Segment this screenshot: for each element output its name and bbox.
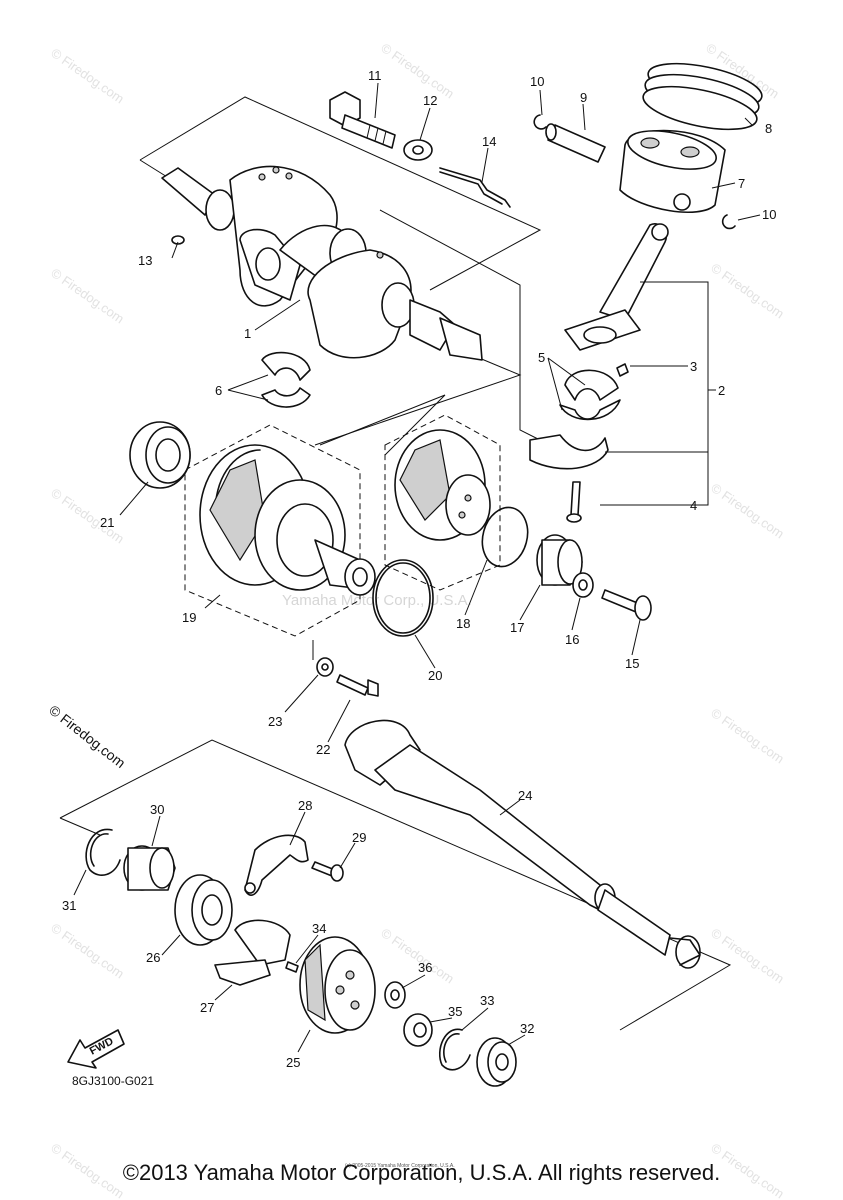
callout-label: 26: [146, 950, 160, 965]
callout-label: 14: [482, 134, 496, 149]
watermark: © Firedog.com: [708, 480, 787, 541]
plug-13: [171, 235, 185, 245]
key-14: [439, 167, 511, 208]
watermark: © Firedog.com: [48, 265, 127, 326]
tiny-copyright: (c) 2005-2015 Yamaha Motor Corporation, …: [345, 1163, 455, 1169]
callout-label: 34: [312, 921, 326, 936]
bracket-28: [244, 834, 309, 896]
callout-label: 19: [182, 610, 196, 625]
callout-label: 11: [368, 68, 382, 83]
watermark: © Firedog.com: [378, 40, 457, 101]
watermark: © Firedog.com: [48, 485, 127, 546]
gear-assembly-19: [199, 444, 376, 596]
assembly-outlines: [59, 96, 732, 1031]
housing-27: [214, 919, 291, 986]
watermark: © Firedog.com: [708, 925, 787, 986]
washer-12: [403, 139, 433, 161]
bolt-11: [329, 91, 396, 149]
callout-label: 13: [138, 253, 152, 268]
circlip-33: [438, 1028, 471, 1071]
bolt-22: [336, 674, 379, 697]
callout-label: 7: [738, 176, 745, 191]
o-ring-20: [372, 559, 434, 637]
callout-label: 22: [316, 742, 330, 757]
pin-34: [285, 961, 299, 973]
callout-label: 25: [286, 1055, 300, 1070]
callout-label: 20: [428, 668, 442, 683]
callout-label: 32: [520, 1021, 534, 1036]
callout-label: 10: [530, 74, 544, 89]
watermark: © Firedog.com: [48, 45, 127, 106]
callout-label: 15: [625, 656, 639, 671]
washer-36: [384, 981, 406, 1009]
watermark: © Firedog.com: [378, 925, 457, 986]
callout-label: 1: [244, 326, 251, 341]
callout-label: 33: [480, 993, 494, 1008]
circlip-31: [85, 828, 121, 876]
callout-label: 36: [418, 960, 432, 975]
watermark: © Firedog.com: [708, 705, 787, 766]
piston-assembly: [533, 62, 763, 230]
lock-washer-16: [572, 572, 594, 598]
callout-label: 10: [762, 207, 776, 222]
rod-bearing-5: [559, 369, 621, 421]
gear-assembly-outline: [184, 424, 361, 637]
callout-label: 30: [150, 802, 164, 817]
screw-29: [311, 861, 344, 882]
callout-label: 29: [352, 830, 366, 845]
copyright-notice: ©2013 Yamaha Motor Corporation, U.S.A. A…: [122, 1160, 721, 1185]
bearing-21: [129, 421, 191, 489]
callout-labels: 1 2 3 4 5 6 7 8 9 10 10 11 12 13 14 15 1…: [62, 68, 776, 1070]
bolt-15: [601, 589, 652, 621]
callout-label: 9: [580, 90, 587, 105]
gear-25: [299, 936, 376, 1034]
callout-label: 21: [100, 515, 114, 530]
o-ring-18: [481, 506, 529, 568]
callout-label: 35: [448, 1004, 462, 1019]
callout-label: 28: [298, 798, 312, 813]
driven-gear-outline: [384, 414, 501, 591]
watermark: © Firedog.com: [708, 260, 787, 321]
callout-label: 27: [200, 1000, 214, 1015]
callout-label: 16: [565, 632, 579, 647]
callout-label: 18: [456, 616, 470, 631]
connecting-rod: [564, 223, 669, 377]
diagram-code: 8GJ3100-G021: [72, 1074, 154, 1088]
center-watermark: Yamaha Motor Corp., U.S.A.: [282, 592, 472, 609]
driven-gear: [394, 429, 491, 541]
bearing-32: [476, 1037, 517, 1087]
callout-label: 17: [510, 620, 524, 635]
callout-label: 2: [718, 383, 725, 398]
callout-label: 23: [268, 714, 282, 729]
firedog-watermark: © Firedog.com: [46, 702, 128, 771]
watermark: © Firedog.com: [48, 920, 127, 981]
callout-label: 3: [690, 359, 697, 374]
rod-bolt-4: [566, 481, 582, 523]
callout-label: 31: [62, 898, 76, 913]
fwd-arrow-icon: FWD: [67, 1029, 125, 1069]
needle-bearing-17: [536, 534, 583, 586]
callout-label: 5: [538, 350, 545, 365]
leader-lines: [73, 82, 761, 1053]
collar-35: [403, 1013, 433, 1047]
washer-23: [316, 657, 334, 677]
rod-cap: [529, 434, 609, 470]
needle-bearing-30: [123, 845, 176, 891]
callout-label: 6: [215, 383, 222, 398]
callout-label: 4: [690, 498, 697, 513]
bearing-26: [174, 874, 233, 946]
driveshaft-24: [344, 719, 701, 969]
main-bearing-6: [261, 351, 311, 408]
callout-label: 24: [518, 788, 532, 803]
callout-label: 12: [423, 93, 437, 108]
crankshaft: [161, 165, 483, 361]
callout-label: 8: [765, 121, 772, 136]
